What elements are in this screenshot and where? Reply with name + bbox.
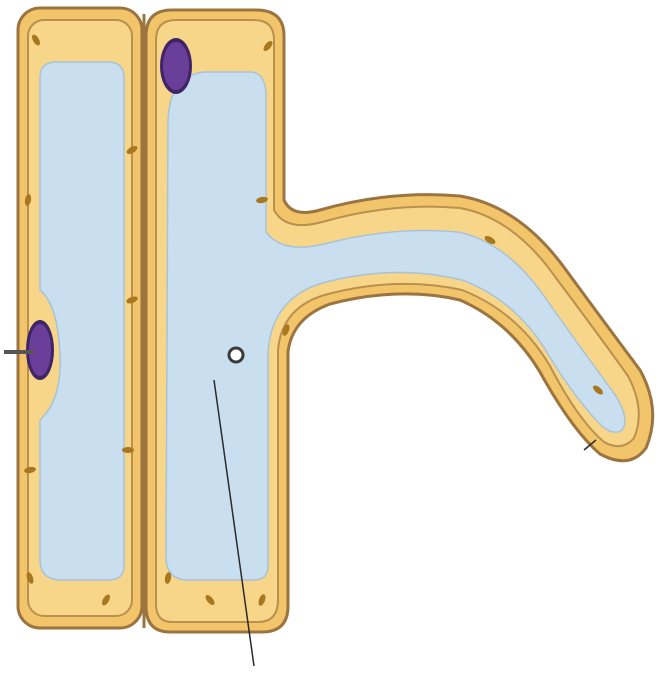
vacuole-marker-icon [229,348,243,362]
plastid-icon [122,447,134,453]
root-hair-nucleus [160,38,192,94]
root-hair-cell-vacuole [166,72,625,580]
